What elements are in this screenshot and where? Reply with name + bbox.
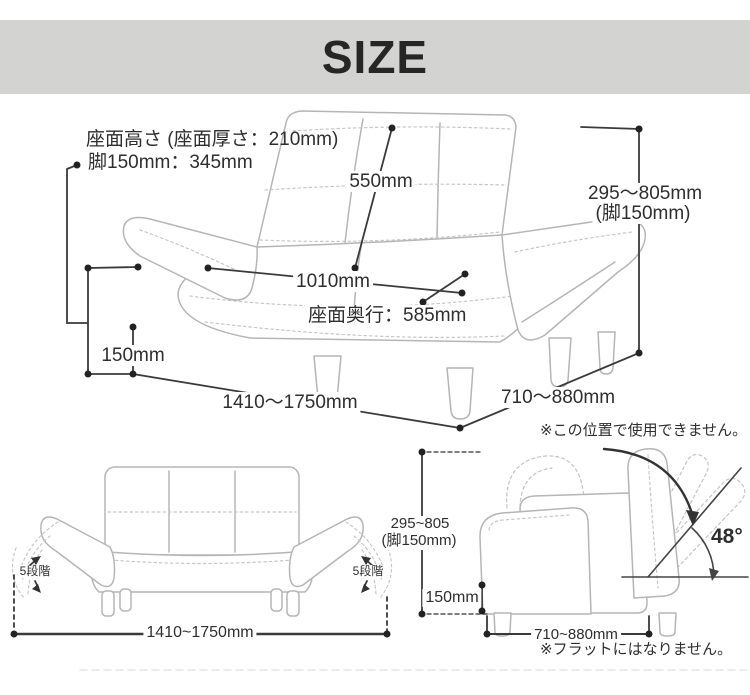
side-leg-height-label: 150mm: [422, 589, 482, 607]
leg-height-label: 150mm: [98, 345, 168, 367]
total-height-label: 295〜805mm: [584, 183, 706, 205]
total-height-leg-label: (脚150mm): [592, 203, 694, 225]
armrest-steps-right-label: 5段階: [349, 564, 387, 579]
position-warning-label: ※この位置で使用できません。: [540, 422, 748, 439]
flat-warning-label: ※フラットにはなりません。: [540, 641, 733, 658]
front-view-sofa-drawing: [11, 466, 393, 617]
recline-angle-graphics: [602, 447, 749, 581]
seat-depth-label: 座面奥行：585mm: [305, 305, 470, 327]
total-width-label: 1410〜1750mm: [219, 392, 361, 414]
seat-height-note-line2: 脚150mm：345mm: [88, 152, 253, 173]
dimension-dots: [10, 124, 653, 638]
side-total-height-leg-label: (脚150mm): [378, 532, 460, 550]
side-total-depth-label: 710~880mm: [531, 626, 621, 644]
recline-angle-label: 48°: [711, 525, 743, 548]
side-view-sofa-drawing: [479, 448, 746, 637]
seat-height-note-line1: 座面高さ (座面厚さ：210mm): [86, 129, 339, 150]
armrest-steps-left-label: 5段階: [16, 564, 54, 579]
seat-width-label: 1010mm: [293, 271, 373, 293]
front-total-width-label: 1410~1750mm: [143, 624, 257, 642]
total-depth-label: 710〜880mm: [497, 387, 619, 409]
back-height-label: 550mm: [346, 171, 416, 193]
side-total-height-label: 295~805: [387, 515, 453, 533]
header-band: SIZE: [0, 20, 750, 94]
page-title: SIZE: [321, 31, 429, 83]
